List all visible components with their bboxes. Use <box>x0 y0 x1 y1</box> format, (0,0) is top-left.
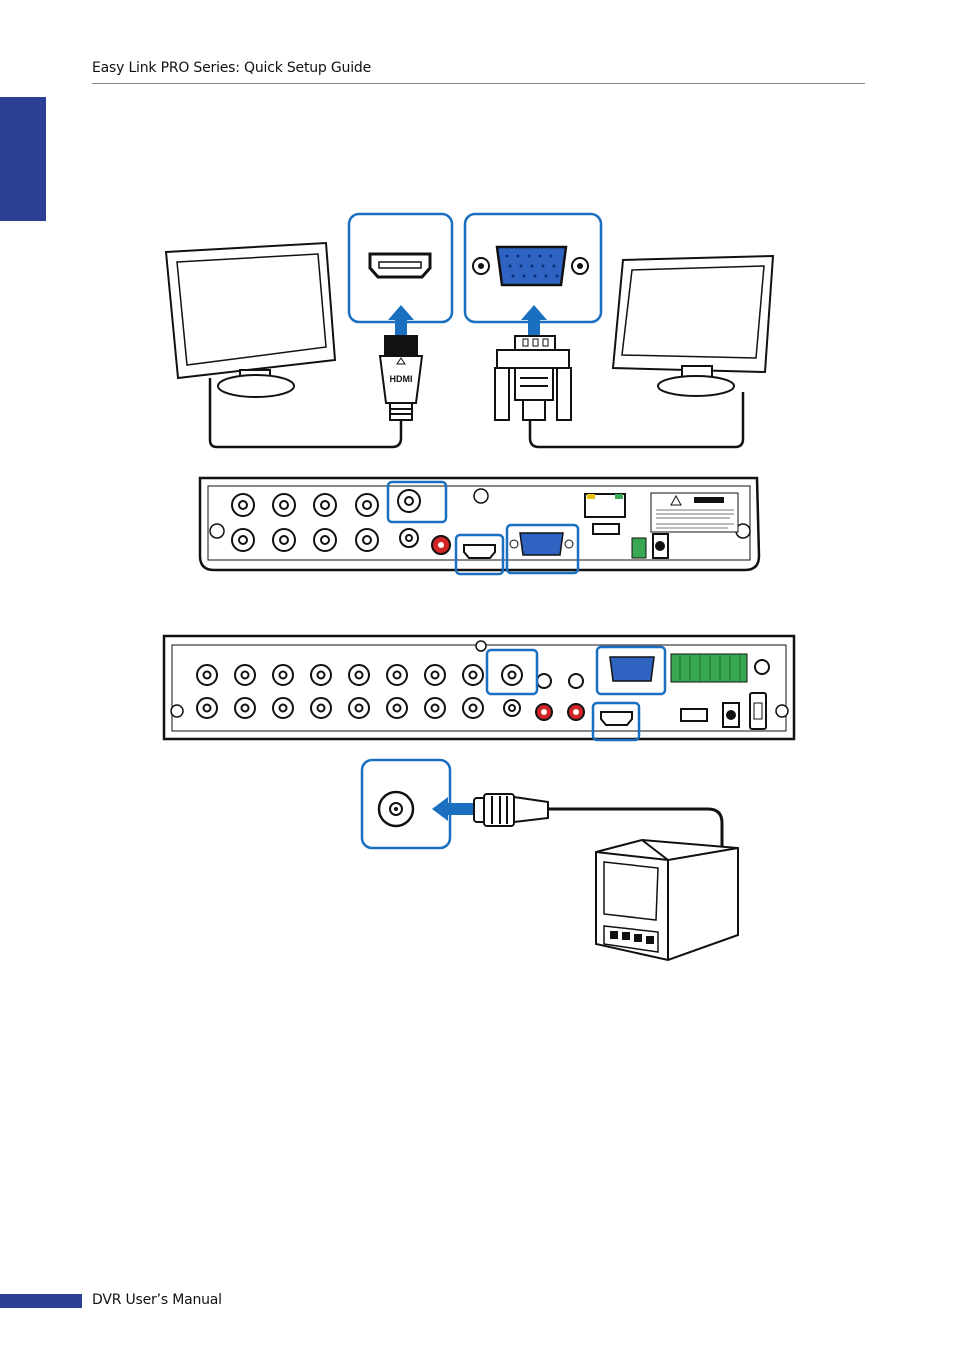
footer-label: DVR User’s Manual <box>92 1292 222 1308</box>
left-monitor <box>166 243 335 397</box>
dvr-16ch-rear-panel <box>164 636 794 740</box>
spot-monitor <box>596 840 738 960</box>
footer-accent-bar <box>0 1294 82 1308</box>
dvr-8ch-rear-panel <box>200 478 759 574</box>
hdmi-plug: HDMI <box>380 336 422 420</box>
hdmi-plug-label: HDMI <box>390 374 413 384</box>
right-monitor <box>613 256 773 396</box>
vga-plug <box>495 336 571 420</box>
vga-port-callout <box>465 214 601 322</box>
bnc-port-callout <box>362 760 450 848</box>
bnc-cable-plug <box>474 794 722 846</box>
